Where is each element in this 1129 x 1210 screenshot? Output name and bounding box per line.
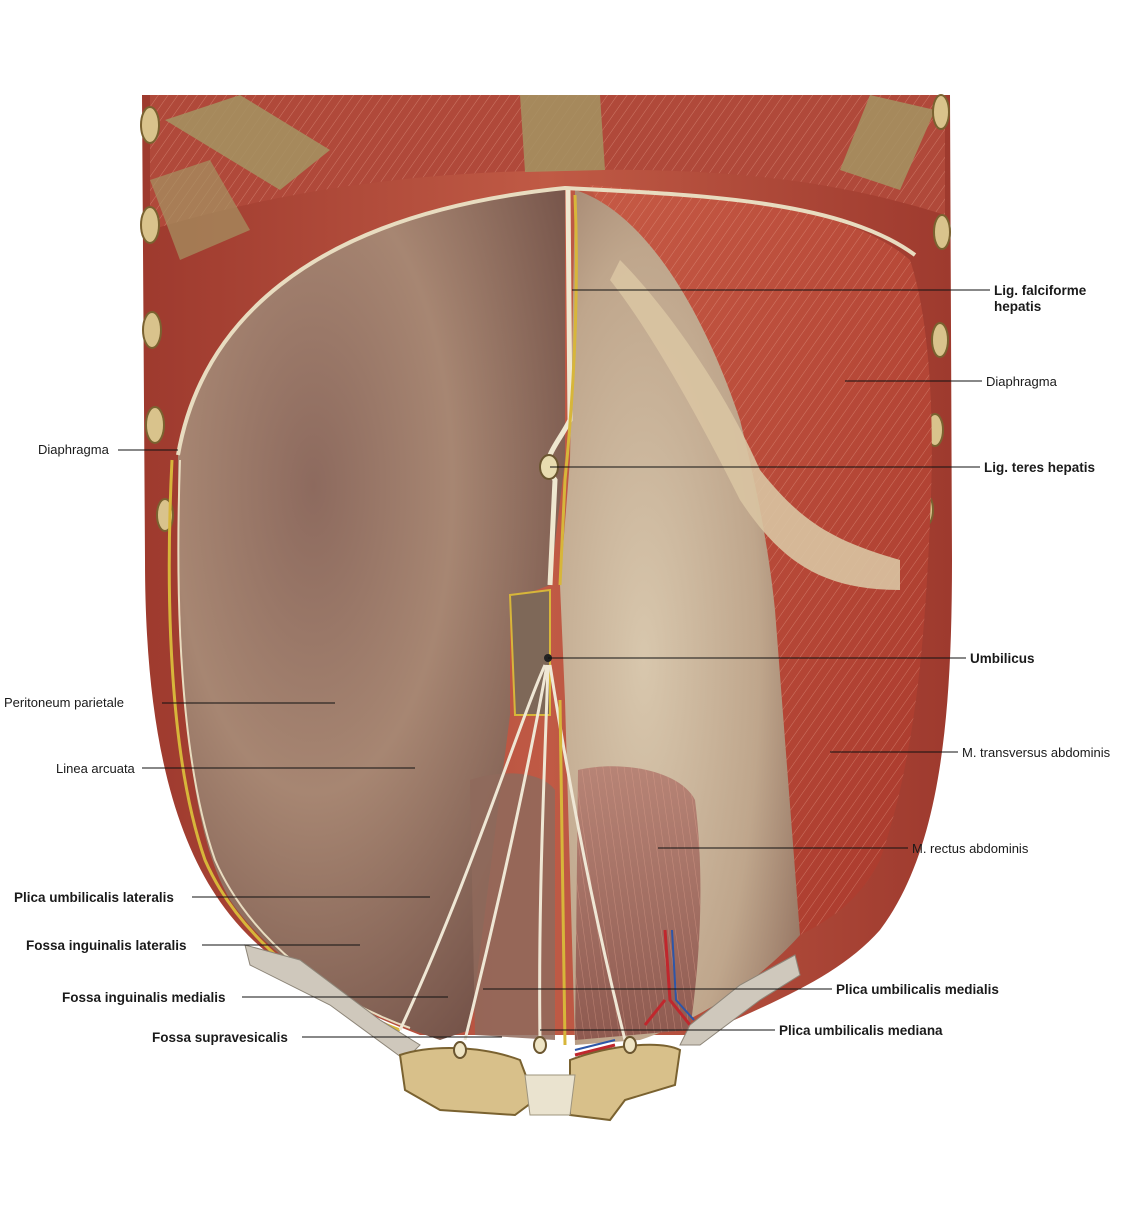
label-fossa-supravesicalis: Fossa supravesicalis — [152, 1030, 288, 1045]
tendon-band-center — [520, 95, 605, 172]
label-fossa-ing-lateralis: Fossa inguinalis lateralis — [26, 938, 187, 953]
label-umbilicus: Umbilicus — [970, 651, 1035, 666]
bladder-node-left — [453, 1041, 467, 1059]
pubic-bone-right — [569, 1043, 682, 1122]
label-diaphragma-right: Diaphragma — [986, 374, 1058, 389]
rectus-abdominis-left — [470, 773, 555, 1040]
label-peritoneum-parietale: Peritoneum parietale — [4, 695, 124, 710]
epigastric-vessels-right-blue — [671, 929, 695, 1021]
label-linea-arcuata: Linea arcuata — [56, 761, 136, 776]
label-plica-umb-medialis: Plica umbilicalis medialis — [836, 982, 999, 997]
label-diaphragma-left: Diaphragma — [38, 442, 110, 457]
umbilical-region — [508, 588, 551, 716]
median-fold-fat — [558, 699, 567, 1046]
tendon-band-left-2 — [150, 160, 250, 260]
label-m-rectus: M. rectus abdominis — [912, 841, 1029, 856]
label-lig-teres: Lig. teres hepatis — [984, 460, 1095, 475]
tendon-band-left — [165, 95, 330, 190]
bladder-node-center — [533, 1036, 547, 1054]
vessels-bottom-center — [574, 1043, 616, 1057]
epigastric-vessels-right — [643, 929, 692, 1026]
tendon-band-right — [840, 95, 935, 190]
label-plica-umb-lateralis: Plica umbilicalis lateralis — [14, 890, 174, 905]
label-plica-umb-mediana: Plica umbilicalis mediana — [779, 1023, 943, 1038]
bladder-node-right — [623, 1036, 637, 1054]
label-lig-falciforme-2: hepatis — [994, 299, 1041, 314]
leader-lines — [118, 289, 990, 1038]
label-m-transversus: M. transversus abdominis — [962, 745, 1111, 760]
diaphragm-central-tendon — [610, 260, 900, 590]
umbilical-folds — [398, 664, 627, 1041]
pubic-symphysis — [524, 1074, 576, 1116]
inguinal-ligament-right — [679, 954, 801, 1046]
label-lig-falciforme-1: Lig. falciforme — [994, 283, 1087, 298]
vessels-bottom-center-blue — [574, 1039, 616, 1051]
peritoneum-edge — [176, 185, 917, 456]
pubic-bone — [398, 1047, 537, 1117]
label-fossa-ing-medialis: Fossa inguinalis medialis — [62, 990, 226, 1005]
peritoneum-left — [178, 188, 565, 1040]
